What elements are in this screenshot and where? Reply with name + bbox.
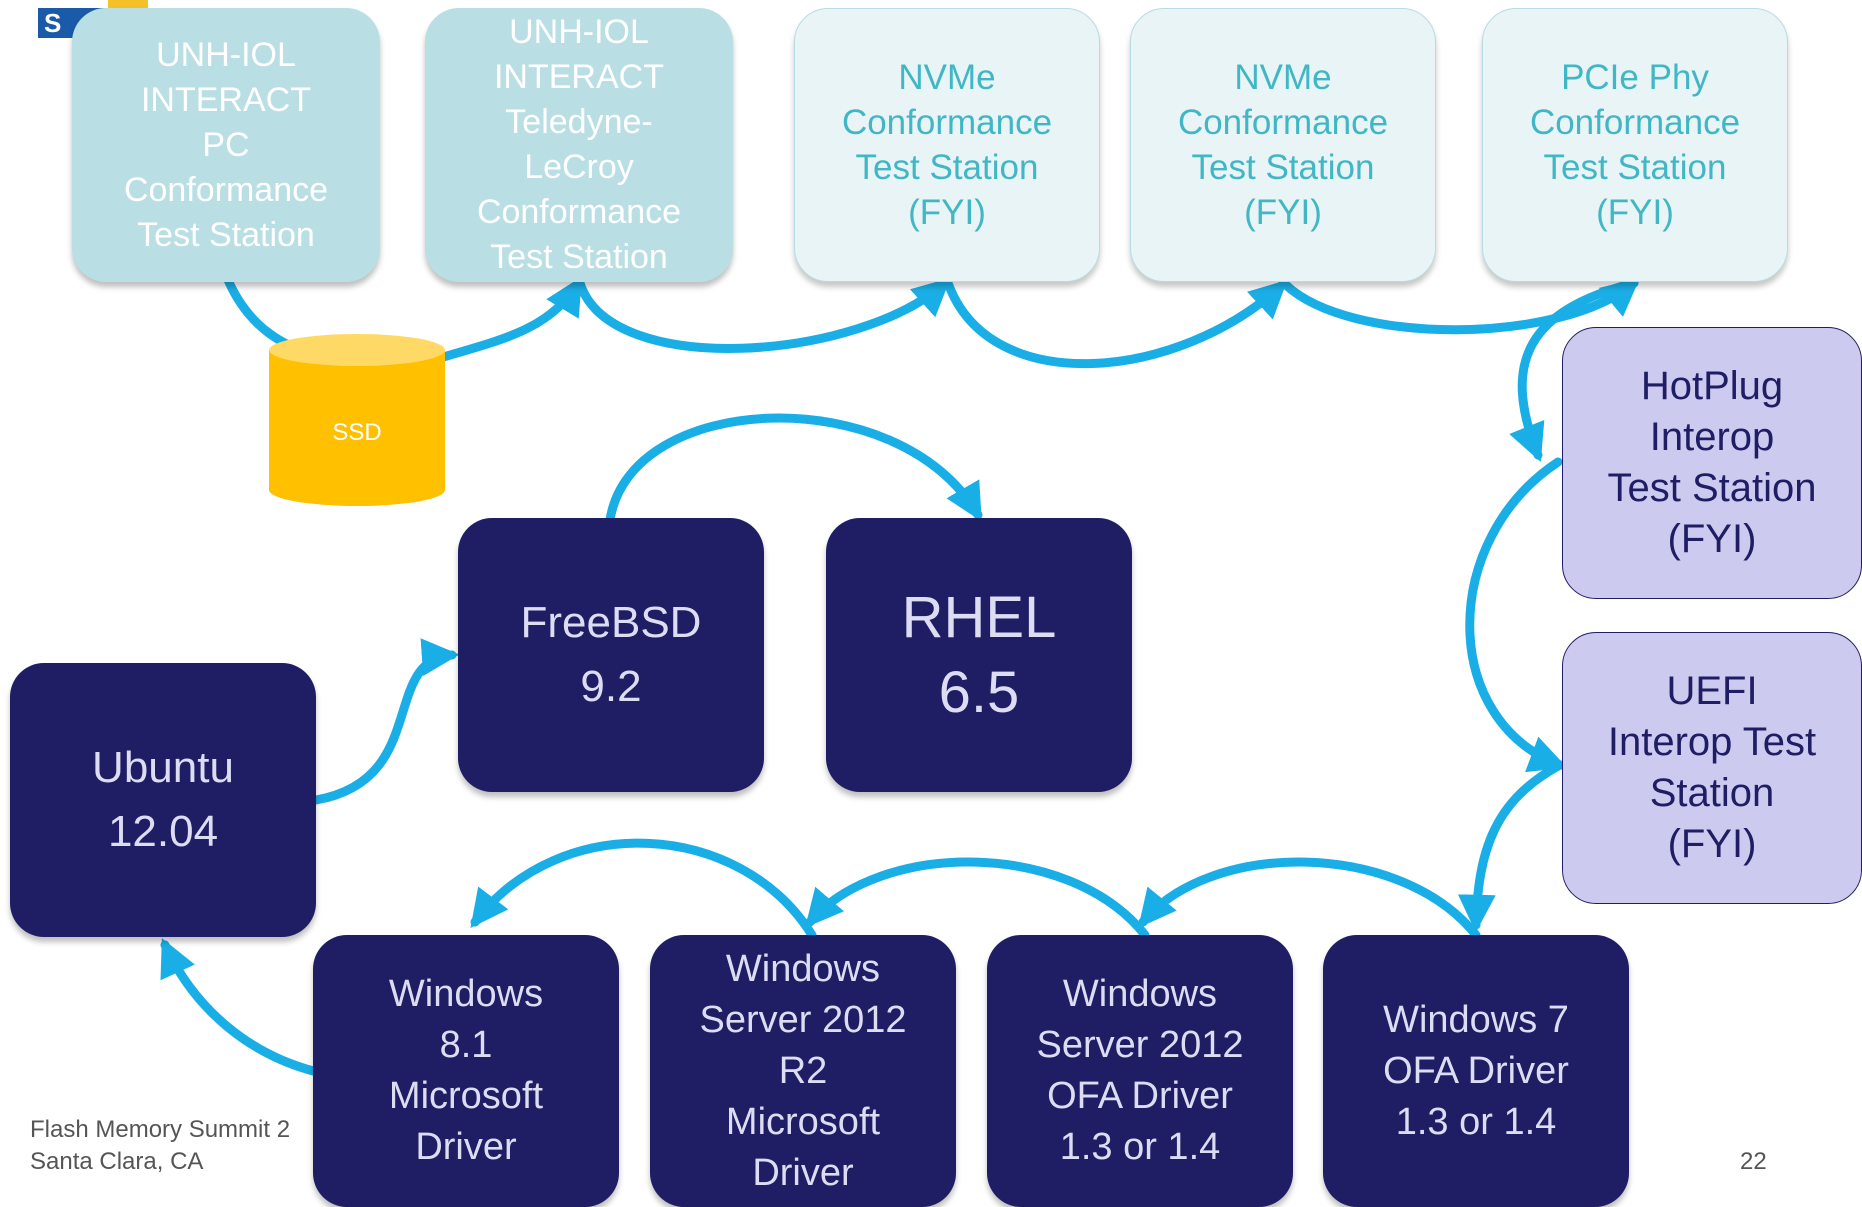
- node-freebsd[interactable]: FreeBSD 9.2: [458, 518, 764, 792]
- node-uefi-station[interactable]: UEFI Interop Test Station (FYI): [1562, 632, 1862, 904]
- arrow-freebsd-to-rhel: [605, 413, 983, 525]
- node-rhel[interactable]: RHEL 6.5: [826, 518, 1132, 792]
- arrow-win81-to-ubuntu: [160, 938, 322, 1077]
- node-nvme-station-1[interactable]: NVMe Conformance Test Station (FYI): [794, 8, 1100, 282]
- node-windows-7-ofa[interactable]: Windows 7 OFA Driver 1.3 or 1.4: [1323, 935, 1629, 1207]
- arrow-nvme1-to-nvme2: [943, 278, 1288, 368]
- arrow-win7-to-ws2012ofa: [1138, 857, 1481, 940]
- node-ubuntu[interactable]: Ubuntu 12.04: [10, 663, 316, 937]
- page-number: 22: [1740, 1148, 1767, 1175]
- node-unh-iol-teledyne-station[interactable]: UNH-IOL INTERACT Teledyne- LeCroy Confor…: [425, 8, 733, 282]
- arrow-ubuntu-to-freebsd: [311, 638, 460, 805]
- arrow-teledyne-to-nvme1: [575, 277, 951, 353]
- node-pcie-phy-station[interactable]: PCIe Phy Conformance Test Station (FYI): [1482, 8, 1788, 282]
- footer-event: Flash Memory Summit 2: [30, 1116, 291, 1143]
- footer-location: Santa Clara, CA: [30, 1148, 204, 1175]
- ssd-label: SSD: [332, 419, 381, 446]
- node-windows-8-1[interactable]: Windows 8.1 Microsoft Driver: [313, 935, 619, 1207]
- node-windows-server-2012-r2[interactable]: Windows Server 2012 R2 Microsoft Driver: [650, 935, 956, 1207]
- node-nvme-station-2[interactable]: NVMe Conformance Test Station (FYI): [1130, 8, 1436, 282]
- arrow-uefi-to-win7: [1457, 760, 1565, 933]
- node-windows-server-2012-ofa[interactable]: Windows Server 2012 OFA Driver 1.3 or 1.…: [987, 935, 1293, 1207]
- ssd-cylinder: [269, 334, 445, 506]
- arrow-nvme2-to-pcie: [1281, 278, 1640, 335]
- arrow-ws2012ofa-to-ws2012r2: [805, 857, 1150, 940]
- node-hotplug-station[interactable]: HotPlug Interop Test Station (FYI): [1562, 327, 1862, 599]
- arrow-ssd-to-teledyne: [435, 276, 583, 363]
- node-unh-iol-pc-station[interactable]: UNH-IOL INTERACT PC Conformance Test Sta…: [72, 8, 380, 282]
- arrow-pcie-to-hotplug: [1509, 278, 1639, 463]
- arrow-hotplug-to-uefi: [1465, 457, 1568, 773]
- arrow-ws2012r2-to-win81: [470, 838, 817, 940]
